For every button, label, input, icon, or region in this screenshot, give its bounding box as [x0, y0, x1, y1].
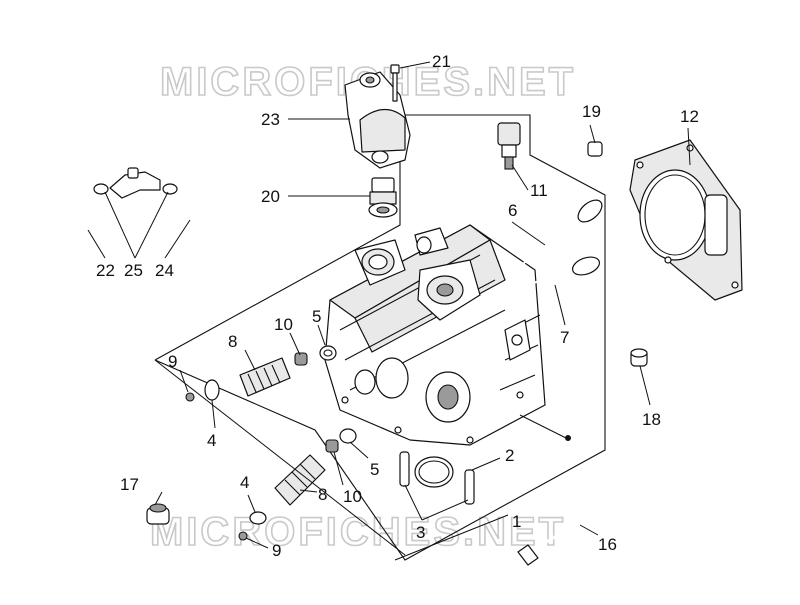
thermostat [368, 177, 398, 218]
callout-2: 2 [505, 446, 514, 465]
callout-24: 24 [155, 261, 174, 280]
callout-20: 20 [261, 187, 280, 206]
callout-6: 6 [508, 201, 517, 220]
callout-21: 21 [432, 52, 451, 71]
head-gasket [629, 139, 743, 301]
callout-4-lower: 4 [240, 473, 249, 492]
bushing-19 [587, 141, 603, 157]
callout-5-lower: 5 [370, 460, 379, 479]
exhaust-valve [504, 199, 603, 279]
dowel-pin-left [399, 451, 410, 487]
callout-17: 17 [120, 475, 139, 494]
callout-3: 3 [416, 523, 425, 542]
callout-4-upper: 4 [207, 431, 216, 450]
spring-seat-upper [319, 345, 337, 361]
valve-seal-upper [294, 352, 308, 366]
temperature-sensor [497, 122, 521, 170]
spring-retainer-lower [249, 511, 267, 525]
intake-valve [504, 256, 601, 293]
hose-assembly [47, 167, 226, 238]
callout-16: 16 [598, 535, 617, 554]
callout-12: 12 [680, 107, 699, 126]
plug-17 [146, 503, 170, 525]
callout-19: 19 [582, 102, 601, 121]
callout-1: 1 [512, 512, 521, 531]
callout-25: 25 [124, 261, 143, 280]
callout-10-lower: 10 [343, 487, 362, 506]
callout-9-lower: 9 [272, 541, 281, 560]
callout-22: 22 [96, 261, 115, 280]
bushing-18 [630, 348, 648, 367]
valve-spring-upper [239, 357, 291, 397]
callout-labels: 21 23 20 19 12 11 6 7 18 2 3 1 16 17 5 1… [96, 52, 699, 560]
valve-seal-lower [325, 439, 339, 453]
valve-cotter-upper [185, 392, 195, 402]
upper-valve-train [185, 345, 337, 402]
callout-11: 11 [530, 181, 548, 200]
callout-5-upper: 5 [312, 307, 321, 326]
housing-bolt [390, 64, 400, 102]
spring-retainer-upper [204, 379, 220, 401]
callout-8-lower: 8 [318, 485, 327, 504]
leader-lines [87, 61, 691, 561]
callout-7: 7 [560, 328, 569, 347]
spring-seat-lower [339, 428, 357, 444]
callout-23: 23 [261, 110, 280, 129]
assembly-outline [154, 114, 606, 561]
callout-18: 18 [642, 410, 661, 429]
dowel-pin-right [464, 469, 475, 505]
callout-9-upper: 9 [168, 352, 177, 371]
head-bolt [517, 486, 636, 566]
callout-8-upper: 8 [228, 332, 237, 351]
valve-cotter-lower [238, 531, 248, 541]
callout-10-upper: 10 [274, 315, 293, 334]
o-ring [414, 456, 454, 488]
lower-valve-train [238, 428, 357, 541]
cylinder-head [324, 224, 546, 446]
